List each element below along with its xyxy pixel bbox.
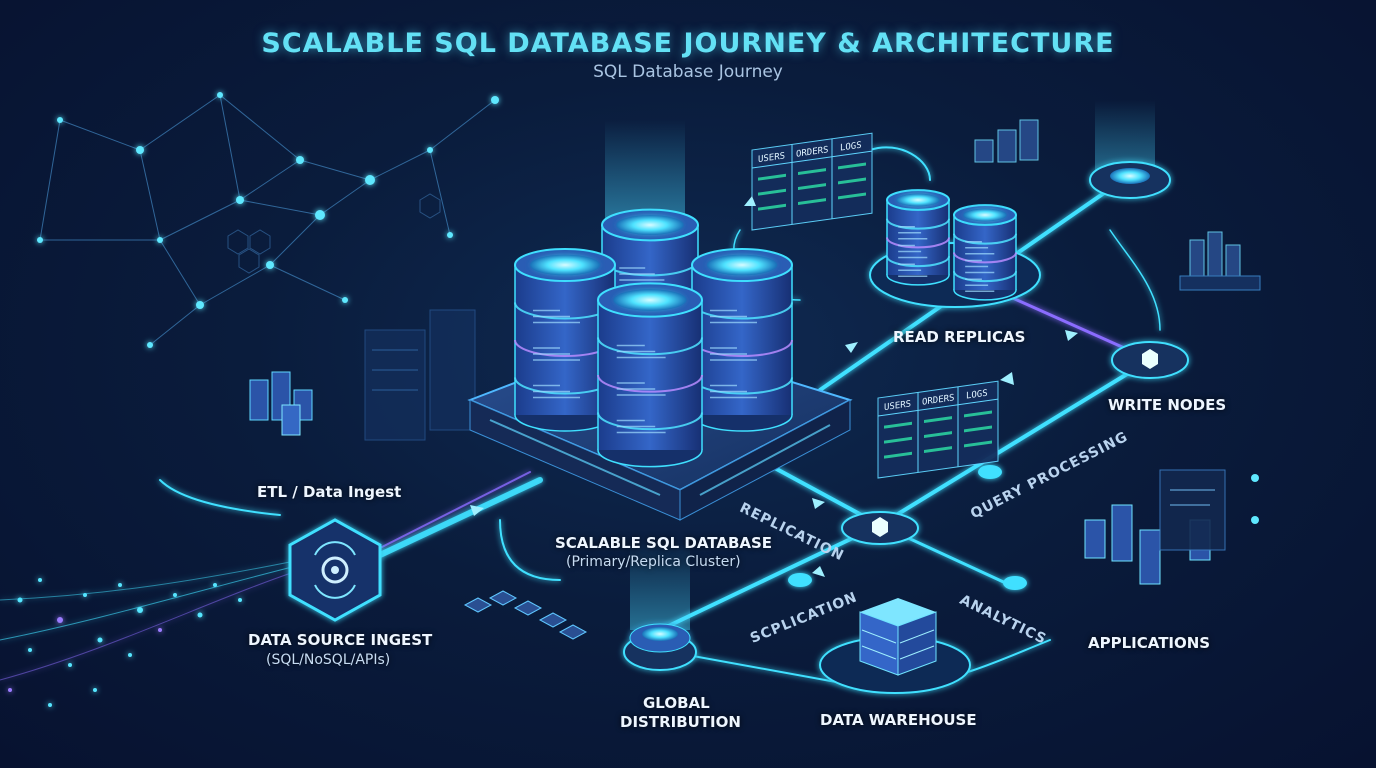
flow-arrows [470,196,1078,577]
core-db-sublabel: (Primary/Replica Cluster) [566,554,741,570]
core-db-label: SCALABLE SQL DATABASE [555,534,773,552]
etl-label: ETL / Data Ingest [257,483,402,501]
mini-node-cluster [463,590,588,640]
server-tower-back [364,309,476,441]
gear-icon [314,541,356,599]
table-header-cell: LOGS [840,141,862,154]
applications-label: APPLICATIONS [1088,634,1211,652]
database-cylinders [514,189,1017,468]
db-cylinder-front [597,282,703,468]
data-table-upper: USERS ORDERS LOGS [751,132,873,231]
server-stack-left [249,371,313,436]
server-cluster-top-right [974,119,1261,291]
replica-cylinder-left [886,189,950,286]
write-nodes-label: WRITE NODES [1108,396,1227,414]
data-table-lower: USERS ORDERS LOGS [877,380,999,479]
read-replicas-label: READ REPLICAS [893,328,1026,346]
data-source-label: DATA SOURCE INGEST [248,631,433,649]
page-title: SCALABLE SQL DATABASE JOURNEY & ARCHITEC… [261,28,1115,59]
table-header-cell: ORDERS [922,393,954,408]
table-header-cell: ORDERS [796,145,828,160]
application-cluster [1084,469,1259,585]
global-distribution-label-1: GLOBAL [643,694,710,712]
table-header-cell: USERS [884,399,911,413]
replica-cylinder-right [953,204,1017,301]
edge-node-top [1089,161,1171,199]
global-distribution-label-2: DISTRIBUTION [620,713,741,731]
global-distribution-node [623,623,697,671]
data-warehouse-label: DATA WAREHOUSE [820,711,977,729]
data-source-sublabel: (SQL/NoSQL/APIs) [266,652,391,668]
table-header-cell: USERS [758,151,785,165]
particle-stream [0,559,301,707]
network-nodes [37,92,499,348]
network-constellation [39,94,496,346]
hexagon-grid [227,193,441,274]
table-header-cell: LOGS [966,389,988,402]
page-subtitle: SQL Database Journey [593,62,783,82]
junction-hexagons [788,341,1189,590]
db-cylinder-right [691,248,793,432]
data-warehouse-cube [859,598,937,676]
